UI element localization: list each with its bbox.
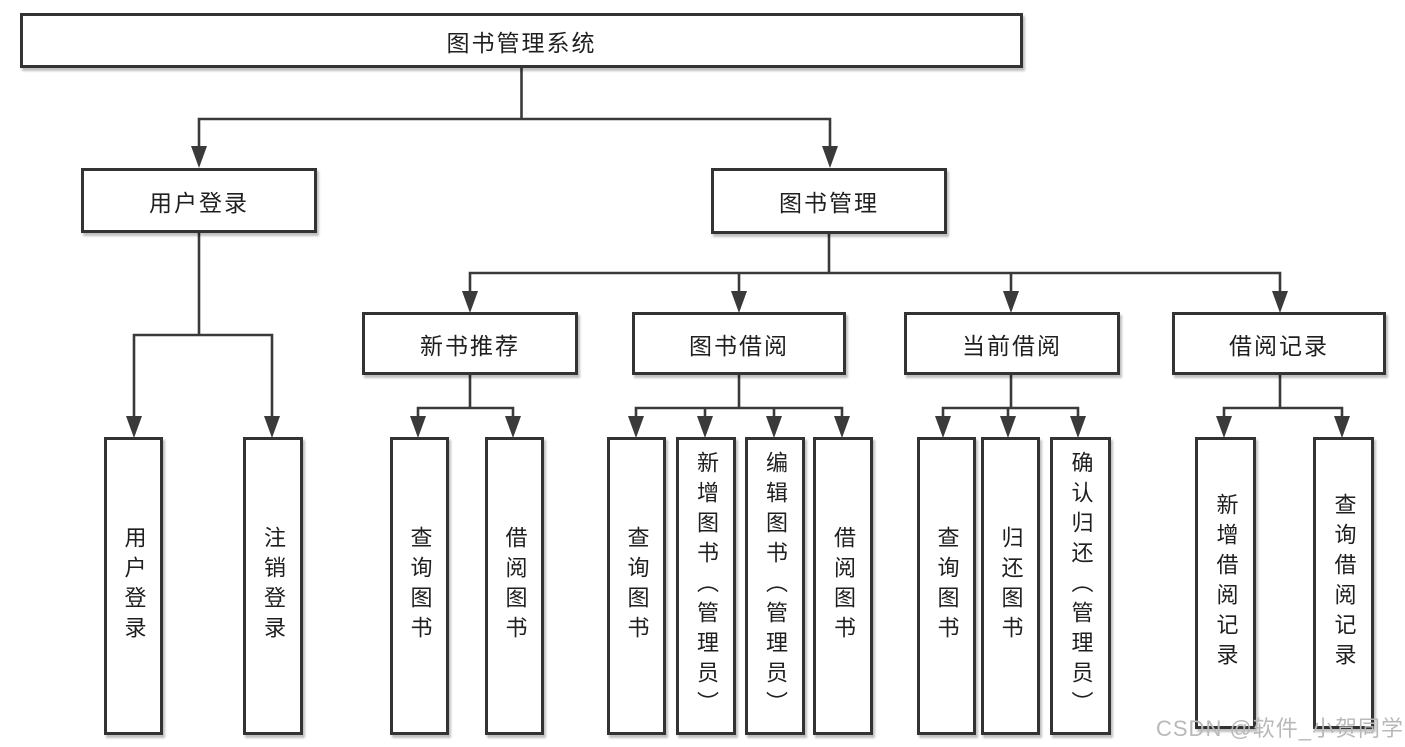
arrowhead — [628, 416, 644, 438]
arrowhead — [697, 416, 713, 438]
connector-recommend-branch — [416, 406, 515, 416]
arrowhead — [126, 416, 142, 438]
node-book-management-label: 图书管理 — [779, 190, 879, 216]
leaf-borrow-edit-books-admin: 编辑图书（管理员） — [745, 437, 805, 735]
arrowhead — [1070, 416, 1086, 438]
node-new-book-recommend-label: 新书推荐 — [420, 332, 520, 359]
arrowhead — [731, 291, 747, 313]
leaf-user-login: 用户登录 — [104, 437, 163, 735]
leaf-current-return-books: 归还图书 — [981, 437, 1040, 735]
leaf-recommend-borrow-books: 借阅图书 — [485, 437, 544, 735]
connector-records-branch — [1222, 406, 1344, 416]
leaf-borrow-add-books-admin: 新增图书（管理员） — [676, 437, 736, 735]
leaf-current-return-books-label: 归还图书 — [998, 526, 1024, 646]
connector-root-branch — [197, 117, 832, 146]
leaf-records-add-record-label: 新增借阅记录 — [1213, 493, 1239, 673]
leaf-borrow-borrow-books-label: 借阅图书 — [831, 526, 856, 646]
node-root-label: 图书管理系统 — [446, 29, 597, 56]
arrowhead — [1334, 416, 1350, 438]
node-borrow-records-label: 借阅记录 — [1229, 332, 1329, 359]
leaf-current-query-books-label: 查询图书 — [934, 526, 960, 646]
leaf-current-query-books: 查询图书 — [917, 437, 976, 735]
node-root: 图书管理系统 — [20, 13, 1023, 68]
arrowhead — [766, 416, 782, 438]
leaf-borrow-edit-books-admin-label: 编辑图书（管理员） — [763, 451, 788, 721]
node-book-borrow-label: 图书借阅 — [689, 332, 789, 359]
node-current-borrow: 当前借阅 — [904, 312, 1120, 375]
leaf-recommend-borrow-books-label: 借阅图书 — [502, 526, 528, 646]
leaf-borrow-query-books-label: 查询图书 — [624, 526, 650, 646]
leaf-recommend-query-books: 查询图书 — [390, 437, 449, 735]
leaf-records-query-record: 查询借阅记录 — [1313, 437, 1374, 729]
arrowhead — [935, 416, 951, 438]
arrowhead — [834, 416, 850, 438]
leaf-user-login-label: 用户登录 — [121, 526, 147, 646]
arrowhead — [462, 291, 478, 313]
arrowhead — [505, 416, 521, 438]
leaf-borrow-borrow-books: 借阅图书 — [813, 437, 873, 735]
arrowhead — [822, 146, 838, 168]
node-borrow-records: 借阅记录 — [1172, 312, 1386, 375]
node-user-login-label: 用户登录 — [149, 189, 249, 216]
csdn-watermark: CSDN @软件_小贺同学 — [1156, 716, 1405, 741]
leaf-borrow-query-books: 查询图书 — [607, 437, 666, 735]
leaf-records-add-record: 新增借阅记录 — [1195, 437, 1256, 729]
connector-mgmt-branch — [468, 271, 1282, 291]
arrowhead — [1216, 416, 1232, 438]
arrowhead — [410, 416, 426, 438]
arrowhead — [191, 146, 207, 168]
leaf-current-confirm-return-admin-label: 确认归还（管理员） — [1068, 451, 1094, 721]
leaf-records-query-record-label: 查询借阅记录 — [1331, 493, 1357, 673]
node-current-borrow-label: 当前借阅 — [962, 332, 1062, 359]
leaf-logout: 注销登录 — [243, 437, 303, 735]
arrowhead — [1003, 291, 1019, 313]
arrowhead — [1000, 416, 1016, 438]
connector-login-branch — [132, 333, 274, 416]
connector-borrow-branch — [634, 406, 844, 416]
arrowhead — [264, 416, 280, 438]
leaf-borrow-add-books-admin-label: 新增图书（管理员） — [694, 451, 719, 721]
node-book-borrow: 图书借阅 — [632, 312, 846, 375]
node-book-management: 图书管理 — [711, 168, 947, 234]
arrowhead — [1272, 291, 1288, 313]
node-new-book-recommend: 新书推荐 — [362, 312, 578, 375]
connector-current-branch — [941, 406, 1080, 416]
node-user-login: 用户登录 — [81, 168, 317, 233]
leaf-logout-label: 注销登录 — [261, 526, 286, 646]
leaf-recommend-query-books-label: 查询图书 — [407, 526, 433, 646]
leaf-current-confirm-return-admin: 确认归还（管理员） — [1050, 437, 1111, 735]
